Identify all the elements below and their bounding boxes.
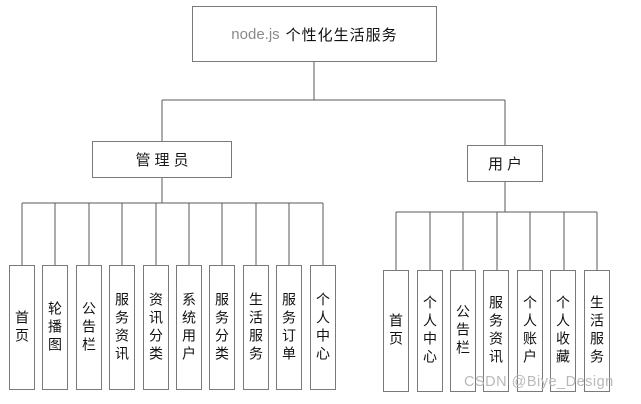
admin-leaf-life-services: 生活服务 xyxy=(243,265,269,390)
root-node-zh-label: 个性化生活服务 xyxy=(285,26,398,44)
admin-leaf-service-category: 服务分类 xyxy=(209,265,235,390)
csdn-watermark: CSDN @Biye_Design xyxy=(464,374,614,390)
user-leaf-personal-account: 个人账户 xyxy=(517,270,543,392)
admin-leaf-news-category: 资讯分类 xyxy=(143,265,169,390)
admin-leaf-service-orders: 服务订单 xyxy=(276,265,302,390)
user-leaf-personal-center: 个人中心 xyxy=(417,270,443,392)
admin-leaf-carousel: 轮播图 xyxy=(42,265,68,390)
user-branch-node: 用户 xyxy=(467,145,543,182)
admin-leaf-system-users: 系统用户 xyxy=(176,265,202,390)
admin-leaf-personal-center: 个人中心 xyxy=(310,265,336,390)
admin-leaf-service-news: 服务资讯 xyxy=(109,265,135,390)
admin-leaf-home: 首页 xyxy=(9,265,35,390)
root-node: node.js 个性化生活服务 xyxy=(192,6,437,62)
admin-leaf-bulletin: 公告栏 xyxy=(76,265,102,390)
user-leaf-bulletin: 公告栏 xyxy=(450,270,476,392)
user-leaf-home: 首页 xyxy=(383,270,409,392)
user-leaf-favorites: 个人收藏 xyxy=(550,270,576,392)
admin-branch-node: 管理员 xyxy=(92,141,232,178)
root-node-latin-label: node.js xyxy=(231,25,280,43)
user-leaf-service-news: 服务资讯 xyxy=(483,270,509,392)
user-leaf-life-services: 生活服务 xyxy=(584,270,610,392)
